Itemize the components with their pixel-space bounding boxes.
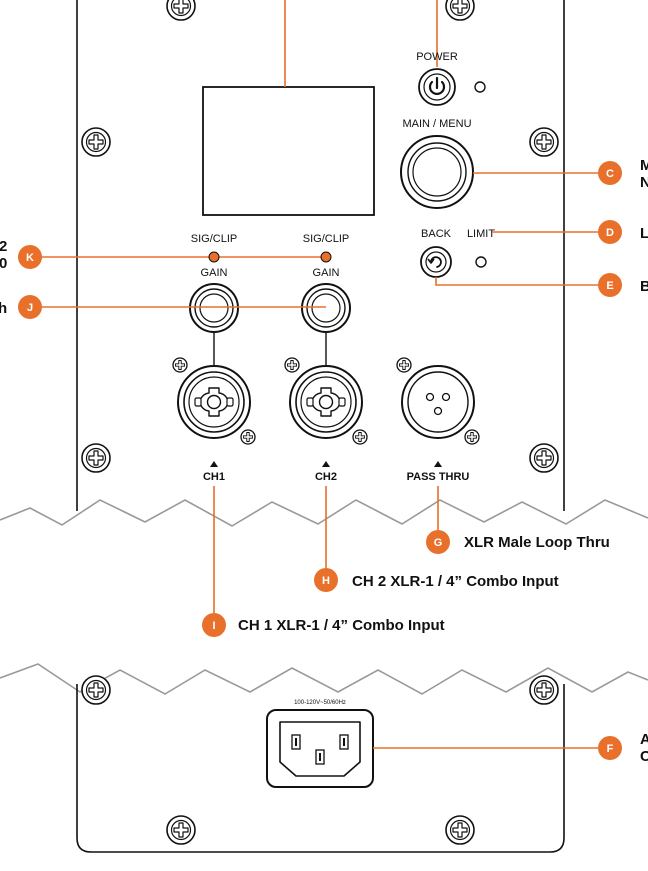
- voltage-label: 100-120V~50/60Hz: [294, 700, 346, 706]
- ch1-label: CH1: [203, 471, 225, 483]
- callout-g: G: [426, 530, 450, 554]
- pass-thru-arrow-icon: [434, 461, 442, 467]
- lower-break-line: [0, 663, 648, 695]
- svg-text:H: H: [322, 575, 330, 587]
- lcd-display: [202, 86, 375, 216]
- power-icon: [428, 76, 446, 95]
- callout-i-text: CH 1 XLR-1 / 4” Combo Input: [238, 617, 445, 634]
- ch1-jack-screw-top: [172, 357, 188, 373]
- sig-clip-led-1: [208, 251, 220, 263]
- ch1-arrow-icon: [210, 461, 218, 467]
- callout-c: C: [598, 161, 622, 185]
- callout-j-text: h: [0, 300, 7, 317]
- svg-text:G: G: [434, 537, 443, 549]
- ac-power-inlet[interactable]: [266, 709, 374, 788]
- svg-text:E: E: [606, 280, 613, 292]
- callout-c-line2: N: [640, 174, 648, 191]
- callout-f: F: [598, 736, 622, 760]
- gain-label-1: GAIN: [201, 267, 228, 279]
- gain-knob-2[interactable]: [301, 283, 351, 333]
- ch2-arrow-icon: [322, 461, 330, 467]
- callout-c-line1: M: [640, 157, 648, 174]
- lower-panel-outline: [76, 684, 565, 853]
- ch2-jack-screw-bottom: [352, 429, 368, 445]
- power-label: POWER: [416, 51, 458, 63]
- callout-h: H: [314, 568, 338, 592]
- svg-text:F: F: [607, 743, 614, 755]
- pass-thru-label: PASS THRU: [407, 471, 470, 483]
- pass-thru-screw-top: [396, 357, 412, 373]
- pass-thru-xlr-jack[interactable]: [401, 365, 475, 439]
- callout-d: D: [598, 220, 622, 244]
- callout-j: J: [18, 295, 42, 319]
- screw-right-lower: [529, 443, 559, 473]
- callout-f-line2: C: [640, 748, 648, 765]
- screw-bottom-left: [166, 815, 196, 845]
- screw-left-lower: [81, 443, 111, 473]
- screw-bottom-right: [445, 815, 475, 845]
- svg-text:I: I: [212, 620, 215, 632]
- svg-text:D: D: [606, 227, 614, 239]
- screw-top-left: [166, 0, 196, 21]
- sig-clip-led-2: [320, 251, 332, 263]
- back-label: BACK: [421, 228, 452, 240]
- gain-label-2: GAIN: [313, 267, 340, 279]
- ch1-combo-jack[interactable]: [177, 365, 251, 439]
- sig-clip-label-2: SIG/CLIP: [303, 233, 349, 245]
- svg-text:J: J: [27, 302, 33, 314]
- back-button[interactable]: [420, 246, 452, 278]
- main-menu-knob[interactable]: [400, 135, 474, 209]
- callout-f-line1: A: [640, 731, 648, 748]
- power-led: [474, 81, 486, 93]
- ch2-combo-jack[interactable]: [289, 365, 363, 439]
- callout-d-text: L: [640, 225, 648, 242]
- screw-right-upper: [529, 127, 559, 157]
- callout-h-text: CH 2 XLR-1 / 4” Combo Input: [352, 573, 559, 590]
- callout-k-line2: 0: [0, 255, 7, 272]
- pass-thru-screw-bottom: [464, 429, 480, 445]
- callout-e-text: B: [640, 278, 648, 295]
- ch1-jack-screw-bottom: [240, 429, 256, 445]
- limit-label: LIMIT: [467, 228, 495, 240]
- ch2-jack-screw-top: [284, 357, 300, 373]
- callout-e: E: [598, 273, 622, 297]
- callout-k: K: [18, 245, 42, 269]
- gain-knob-1[interactable]: [189, 283, 239, 333]
- sig-clip-label-1: SIG/CLIP: [191, 233, 237, 245]
- upper-panel-outline: [76, 0, 565, 511]
- ch2-label: CH2: [315, 471, 337, 483]
- screw-left-upper: [81, 127, 111, 157]
- callout-g-text: XLR Male Loop Thru: [464, 534, 610, 551]
- upper-break-line: [0, 499, 648, 527]
- screw-top-right: [445, 0, 475, 21]
- svg-text:C: C: [606, 168, 614, 180]
- limit-led: [475, 256, 487, 268]
- svg-text:K: K: [26, 252, 34, 264]
- screw-lower-top-left: [81, 675, 111, 705]
- screw-lower-top-right: [529, 675, 559, 705]
- back-arrow-icon: [427, 256, 442, 268]
- callout-k-line1: 2: [0, 238, 7, 255]
- main-menu-label: MAIN / MENU: [402, 118, 471, 130]
- callout-i: I: [202, 613, 226, 637]
- back-leader-line: [435, 277, 598, 286]
